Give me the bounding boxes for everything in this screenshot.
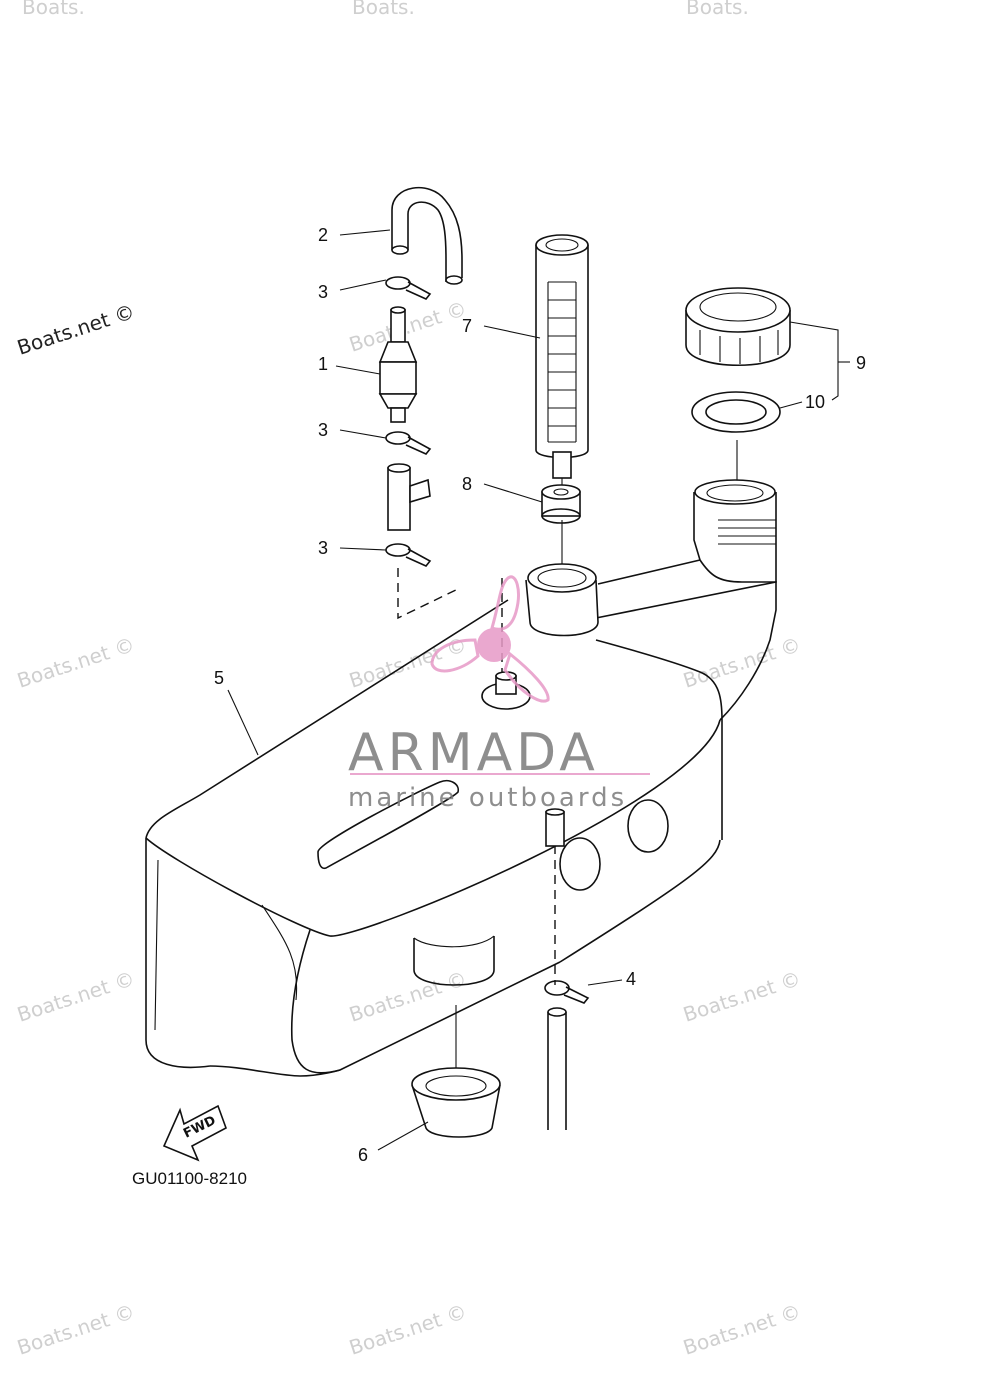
watermark-dark: Boats.net © [14,299,137,360]
callout-3a[interactable]: 3 [318,282,328,302]
callout-10[interactable]: 10 [805,392,825,412]
fwd-arrow: FWD [162,1104,227,1162]
callout-5[interactable]: 6 [358,1145,368,1165]
part-10-gasket[interactable] [691,391,781,433]
part-2-hose[interactable] [391,186,463,285]
callout-8[interactable]: 8 [462,474,472,494]
part-9-cap[interactable] [685,287,791,366]
watermark-low-1: Boats.net © [14,966,137,1027]
watermark-top-left: Boats. [22,0,85,19]
brand-logo: ARMADA marine outboards [348,575,650,813]
watermark-mid-2: Boats.net © [14,632,137,693]
part-6-fuel-tank[interactable] [145,479,777,1077]
callout-9[interactable]: 9 [856,353,866,373]
part-4-clip[interactable] [544,980,590,1004]
watermark-low-3: Boats.net © [680,966,803,1027]
part-3-clip-b[interactable] [385,431,432,455]
callout-1[interactable]: 1 [318,354,328,374]
part-8-grommet[interactable] [541,484,581,524]
watermark-bottom-3: Boats.net © [680,1299,803,1360]
watermark-bottom-1: Boats.net © [14,1299,137,1360]
diagram-code: GU01100-8210 [132,1169,247,1188]
watermark-top-center: Boats. [352,0,415,19]
callout-3b[interactable]: 3 [318,420,328,440]
callout-4[interactable]: 4 [626,969,636,989]
callout-2[interactable]: 2 [318,225,328,245]
leader-lines [227,229,850,1151]
watermarks: Boats. Boats. Boats. Boats.net © Boats.n… [14,0,803,1360]
t-joint[interactable] [387,463,431,531]
part-3-clip-c[interactable] [385,543,432,567]
watermark-mid-4: Boats.net © [680,632,803,693]
part-3-clip-a[interactable] [385,276,432,300]
brand-tagline: marine outboards [348,783,627,813]
part-7-strainer[interactable] [535,234,589,479]
watermark-top-right: Boats. [686,0,749,19]
callout-6[interactable]: 5 [214,668,224,688]
part-5-cup[interactable] [411,1067,501,1138]
callout-7[interactable]: 7 [462,316,472,336]
brand-divider [350,773,650,775]
fuel-hose[interactable] [547,1007,567,1130]
callout-3c[interactable]: 3 [318,538,328,558]
propeller-icon [430,575,550,703]
part-1-fuel-filter[interactable] [378,306,418,423]
watermark-low-2: Boats.net © [346,966,469,1027]
watermark-bottom-2: Boats.net © [346,1299,469,1360]
callouts: 2 3 1 3 3 5 7 8 9 10 4 6 [214,225,866,1165]
